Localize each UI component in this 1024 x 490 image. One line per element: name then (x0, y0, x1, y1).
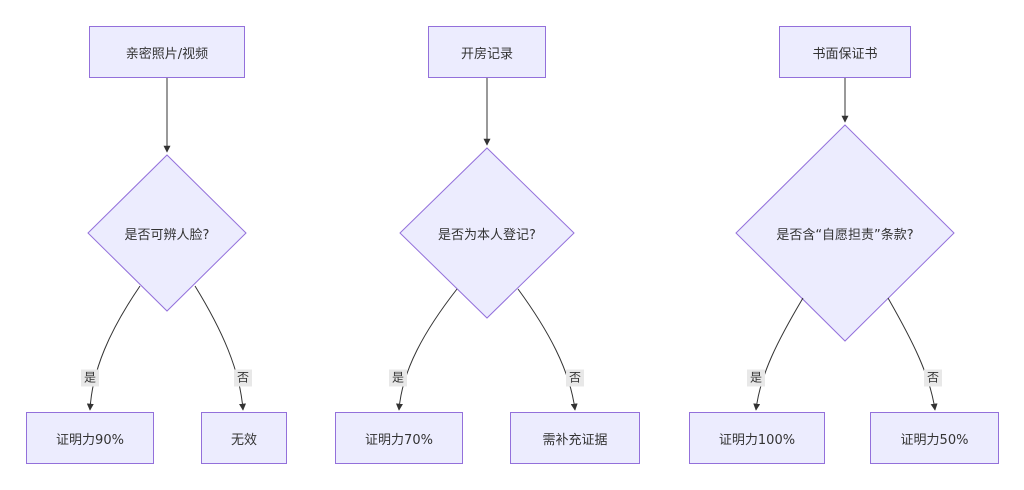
decision-label-3: 是否含“自愿担责”条款? (776, 227, 914, 243)
edge-yes-3 (753, 297, 804, 411)
source-node-1-label: 亲密照片/视频 (125, 46, 209, 62)
result-node-yes-2: 证明力70% (335, 412, 463, 464)
edge-no-3 (887, 297, 938, 411)
decision-diamond-1 (87, 154, 247, 312)
decision-diamond-2 (399, 147, 575, 319)
flow-group-3 (735, 78, 955, 411)
source-node-3-label: 书面保证书 (812, 46, 878, 62)
edge-no-1 (194, 285, 247, 411)
edge-label-yes-3: 是 (746, 369, 766, 387)
edge-yes-1 (86, 285, 141, 411)
source-node-2: 开房记录 (428, 26, 546, 78)
decision-label-1: 是否可辨人脸? (124, 227, 210, 243)
edge-label-yes-1: 是 (80, 369, 100, 387)
result-node-no-3-label: 证明力50% (900, 432, 969, 448)
result-node-yes-1: 证明力90% (26, 412, 154, 464)
edge-yes-2 (395, 288, 458, 411)
flow-group-1 (86, 78, 247, 411)
result-node-yes-3-label: 证明力100% (718, 432, 796, 448)
edge-label-no-1: 否 (233, 369, 253, 387)
source-node-3: 书面保证书 (779, 26, 911, 78)
result-node-no-1: 无效 (201, 412, 287, 464)
source-node-2-label: 开房记录 (460, 46, 513, 62)
flow-group-2 (395, 78, 578, 411)
edge-no-2 (517, 288, 578, 411)
edge-label-yes-2: 是 (388, 369, 408, 387)
result-node-no-3: 证明力50% (870, 412, 999, 464)
result-node-no-2: 需补充证据 (510, 412, 640, 464)
result-node-no-1-label: 无效 (230, 432, 257, 448)
edge-label-no-3: 否 (923, 369, 943, 387)
source-node-1: 亲密照片/视频 (89, 26, 245, 78)
result-node-no-2-label: 需补充证据 (542, 432, 608, 448)
decision-diamond-3 (735, 124, 955, 342)
result-node-yes-1-label: 证明力90% (56, 432, 124, 448)
decision-label-2: 是否为本人登记? (438, 227, 536, 243)
edge-label-no-2: 否 (565, 369, 585, 387)
result-node-yes-2-label: 证明力70% (365, 432, 433, 448)
result-node-yes-3: 证明力100% (689, 412, 825, 464)
